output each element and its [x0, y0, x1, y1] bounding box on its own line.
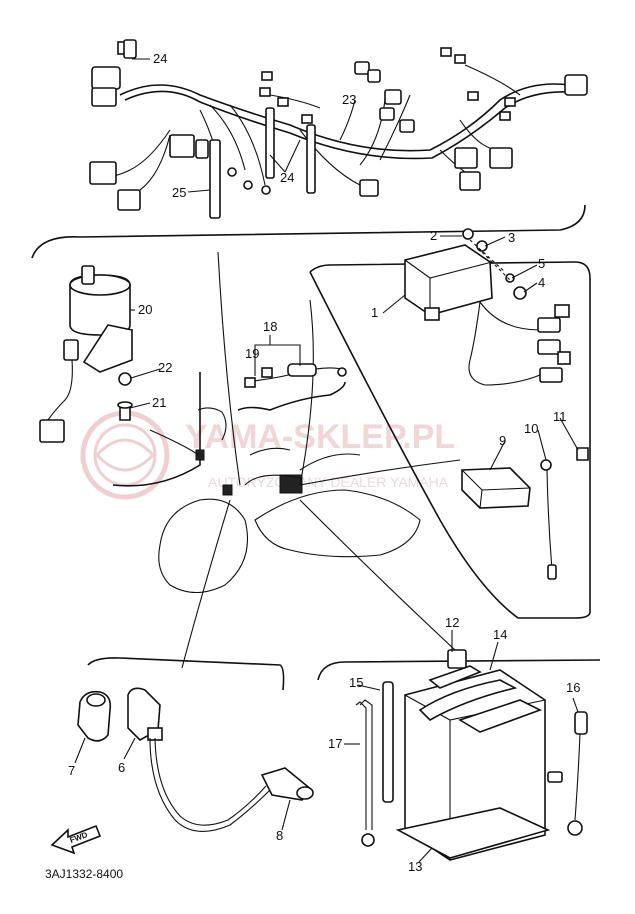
cdi-connector: [537, 339, 561, 355]
callout-label: 1: [371, 305, 378, 320]
callout-label: 23: [342, 92, 356, 107]
leader-lines: [149, 251, 461, 669]
cable-tie: [306, 124, 316, 194]
fwd-arrow-icon: [50, 824, 102, 855]
washer-part-5: [505, 273, 515, 283]
fuse-lead-assembly: [244, 363, 347, 388]
callout-label: 9: [499, 433, 506, 448]
harness-connector: [117, 189, 141, 211]
cdi-connector: [539, 367, 563, 383]
battery-band-14: [418, 679, 518, 721]
callout-label: 6: [118, 760, 125, 775]
watermark: YAMA-SKLEP.PL AUTORYZOWANY DEALER YAMAHA: [80, 410, 455, 500]
section-divider-lines: [31, 204, 601, 691]
relay-assembly: [461, 447, 589, 580]
callout-label: 7: [68, 763, 75, 778]
battery-strap-15: [382, 681, 394, 803]
relay-unit: [461, 467, 531, 509]
nut-part-4: [513, 286, 527, 300]
callout-label: 2: [430, 228, 437, 243]
callout-label: 19: [245, 346, 259, 361]
cdi-unit-assembly: [404, 228, 571, 386]
harness-connector: [454, 147, 478, 169]
callout-label: 14: [493, 627, 507, 642]
callout-label: 18: [263, 319, 277, 334]
harness-connector: [89, 161, 117, 185]
battery-assembly: [355, 649, 588, 861]
callout-label: 17: [328, 736, 342, 751]
cable-ties: [123, 39, 316, 219]
callout-label: 24: [153, 51, 167, 66]
harness-connector: [91, 66, 121, 90]
battery-lead-terminal: [361, 833, 375, 847]
watermark-title: YAMA-SKLEP.PL: [185, 418, 455, 456]
bolt-part-11: [576, 447, 589, 461]
cdi-connector: [537, 317, 561, 333]
callout-labels: 24 23 24 25 1 2 3 5 4 20 22 21 18 19 9 1…: [68, 51, 580, 874]
mounted-part-marker: [279, 474, 303, 494]
screw-part-2: [462, 228, 474, 240]
callout-label: 8: [276, 828, 283, 843]
battery-tray-13: [395, 807, 551, 859]
callout-label: 24: [280, 170, 294, 185]
callout-label: 25: [172, 185, 186, 200]
watermark-subtitle: AUTORYZOWANY DEALER YAMAHA: [208, 474, 449, 490]
cdi-unit: [404, 244, 493, 316]
callout-label: 3: [508, 230, 515, 245]
motorcycle-silhouette: [158, 407, 421, 594]
lead-terminal: [540, 459, 552, 471]
harness-connector: [489, 147, 513, 169]
wire-harness-assembly: [89, 39, 588, 219]
callout-lines: [74, 58, 579, 863]
wire-terminals: [117, 41, 516, 195]
callout-label: 22: [158, 360, 172, 375]
washer-part-22: [118, 372, 132, 386]
callout-label: 10: [524, 421, 538, 436]
ignition-assembly: [77, 687, 314, 832]
fuse-holder: [287, 363, 317, 377]
harness-connector: [169, 134, 195, 158]
callout-label: 21: [152, 395, 166, 410]
callout-label: 13: [408, 859, 422, 874]
forward-direction-arrow: FWD: [50, 824, 102, 855]
callout-label: 5: [538, 256, 545, 271]
callout-label: 15: [349, 675, 363, 690]
cable-tie: [123, 39, 137, 59]
callout-label: 20: [138, 302, 152, 317]
battery-lead-16: [574, 711, 588, 735]
part-catalog-code: 3AJ1332-8400: [45, 867, 123, 881]
battery-cap-12: [428, 665, 482, 689]
watermark-logo-icon: [80, 410, 170, 500]
cable-tie: [209, 139, 221, 219]
main-switch-assembly: [39, 265, 133, 443]
callout-label: 16: [566, 680, 580, 695]
callout-label: 12: [445, 615, 459, 630]
cable-tie: [265, 107, 275, 179]
switch-connector: [39, 419, 65, 443]
key-icon: [81, 265, 95, 285]
harness-connector: [564, 74, 588, 96]
callout-label: 11: [553, 409, 567, 424]
callout-label: 4: [538, 275, 545, 290]
